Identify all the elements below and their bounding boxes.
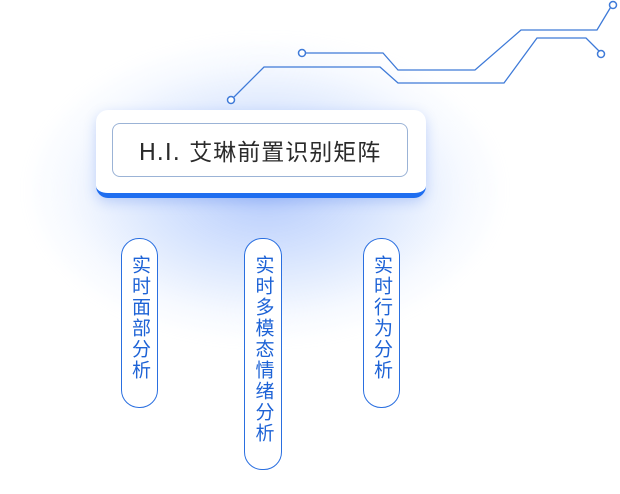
circuit-node [608,0,618,10]
diagram-title: H.I. 艾琳前置识别矩阵 [138,140,382,166]
pill-label: 实时行为分析 [371,255,393,381]
circuit-line-lower [230,37,602,101]
pill-label: 实时面部分析 [129,255,151,381]
pill-face-analysis: 实时面部分析 [121,238,158,408]
circuit-line-upper [302,4,613,71]
pill-behavior-analysis: 实时行为分析 [363,238,400,408]
title-card: H.I. 艾琳前置识别矩阵 [96,110,426,198]
circuit-node [596,49,606,59]
title-frame: H.I. 艾琳前置识别矩阵 [112,123,408,177]
circuit-node [226,95,236,105]
pill-multimodal-emotion-analysis: 实时多模态情绪分析 [244,238,282,470]
circuit-node [297,48,307,58]
pill-label: 实时多模态情绪分析 [252,255,275,444]
